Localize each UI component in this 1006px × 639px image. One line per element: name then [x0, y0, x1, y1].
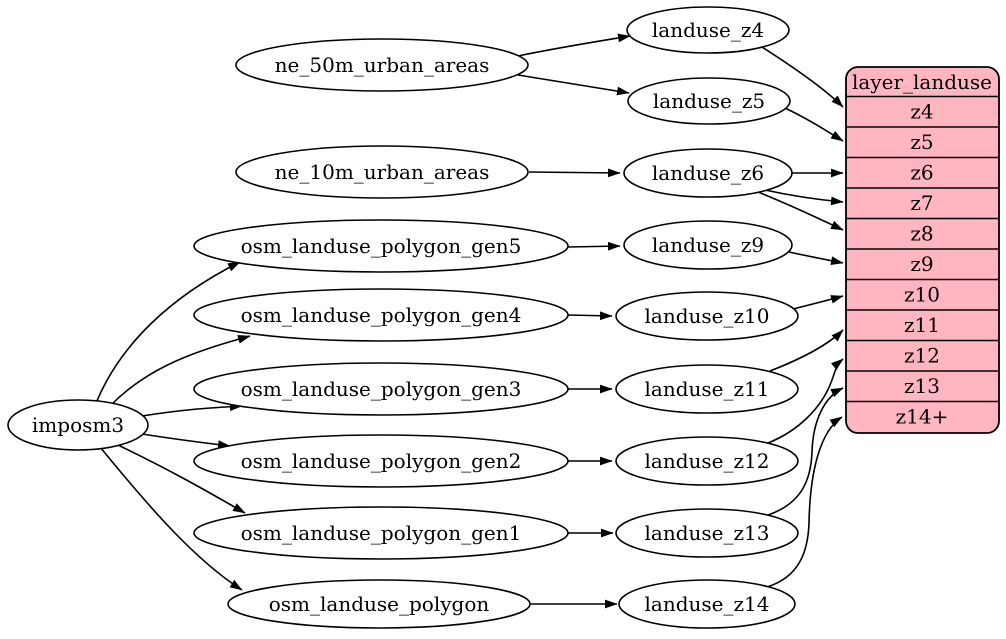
- layer-landuse-title: layer_landuse: [852, 70, 992, 94]
- imposm3-shape: [7, 399, 149, 451]
- record-row-z4: z4: [910, 100, 933, 124]
- node-osm-landuse-polygon-gen5: osm_landuse_polygon_gen5: [193, 219, 569, 273]
- landuse-z13-shape: [615, 508, 799, 558]
- gen5-label: osm_landuse_polygon_gen5: [241, 234, 522, 258]
- edge-ne50m-landuse_z4: [517, 33, 631, 57]
- polygon-label: osm_landuse_polygon: [269, 592, 490, 616]
- record-row-z10: z10: [904, 283, 940, 307]
- node-ne-10m-urban-areas: ne_10m_urban_areas: [235, 145, 529, 199]
- landuse-z11-shape: [615, 364, 799, 414]
- edge-landuse_z4-row-z4: [761, 46, 844, 108]
- landuse-z14-shape: [618, 579, 796, 629]
- gen1-label: osm_landuse_polygon_gen1: [241, 521, 522, 545]
- landuse-z12-label: landuse_z12: [645, 449, 770, 473]
- edge-landuse_z14-row-z14: [766, 416, 843, 588]
- ne-10m-shape: [235, 145, 529, 199]
- record-row-z8: z8: [910, 222, 933, 246]
- edge-landuse_z6-row-z8: [757, 191, 844, 231]
- node-layer-landuse-record: layer_landuse z4 z5 z6 z7 z8 z9 z10 z11 …: [845, 66, 1000, 434]
- landuse-z10-shape: [615, 291, 799, 341]
- landuse-z10-label: landuse_z10: [645, 304, 770, 328]
- node-osm-landuse-polygon-gen1: osm_landuse_polygon_gen1: [193, 506, 569, 560]
- landuse-z9-label: landuse_z9: [652, 233, 764, 257]
- edge-gen4-landuse_z10: [567, 311, 613, 321]
- ne-50m-label: ne_50m_urban_areas: [275, 53, 490, 77]
- node-osm-landuse-polygon-gen2: osm_landuse_polygon_gen2: [193, 434, 569, 488]
- edge-landuse_z12-row-z12: [767, 358, 844, 444]
- edge-ne50m-landuse_z5: [517, 74, 630, 96]
- ne-50m-shape: [235, 38, 529, 92]
- record-row-z12: z12: [904, 344, 940, 368]
- node-ne-50m-urban-areas: ne_50m_urban_areas: [235, 38, 529, 92]
- landuse-z13-label: landuse_z13: [645, 521, 770, 545]
- landuse-z12-shape: [615, 436, 799, 486]
- landuse-z6-label: landuse_z6: [652, 161, 764, 185]
- gen4-shape: [193, 288, 569, 342]
- landuse-z4-shape: [626, 6, 790, 54]
- gen2-shape: [193, 434, 569, 488]
- node-landuse-z9: landuse_z9: [623, 220, 793, 270]
- gen3-shape: [193, 362, 569, 416]
- edge-landuse_z10-row-z10: [792, 295, 844, 310]
- landuse-z6-shape: [623, 148, 793, 198]
- record-row-z11: z11: [904, 313, 940, 337]
- node-landuse-z4: landuse_z4: [626, 6, 790, 54]
- edges-group: [95, 33, 844, 609]
- record-row-z9: z9: [910, 252, 933, 276]
- edge-imposm3-gen1: [117, 444, 246, 514]
- node-landuse-z11: landuse_z11: [615, 364, 799, 414]
- node-osm-landuse-polygon-gen3: osm_landuse_polygon_gen3: [193, 362, 569, 416]
- edge-ne10m-landuse_z6: [528, 168, 621, 178]
- gen3-label: osm_landuse_polygon_gen3: [241, 377, 522, 401]
- node-landuse-z10: landuse_z10: [615, 291, 799, 341]
- node-landuse-z5: landuse_z5: [627, 77, 791, 125]
- edge-landuse_z9-row-z9: [788, 251, 844, 265]
- record-row-z6: z6: [910, 161, 933, 185]
- record-row-z14plus: z14+: [896, 405, 949, 429]
- edge-landuse_z5-row-z5: [784, 107, 844, 142]
- edge-imposm3-gen2: [141, 433, 231, 449]
- gen4-label: osm_landuse_polygon_gen4: [241, 303, 522, 327]
- gen5-shape: [193, 219, 569, 273]
- node-landuse-z6: landuse_z6: [623, 148, 793, 198]
- edge-landuse_z6-row-z7: [764, 189, 844, 206]
- record-row-z13: z13: [904, 374, 940, 398]
- polygon-shape: [227, 579, 531, 629]
- node-osm-landuse-polygon: osm_landuse_polygon: [227, 579, 531, 629]
- edge-gen5-landuse_z9: [567, 241, 621, 251]
- landuse-z5-shape: [627, 77, 791, 125]
- node-imposm3: imposm3: [7, 399, 149, 451]
- landuse-z4-label: landuse_z4: [652, 18, 764, 42]
- node-landuse-z13: landuse_z13: [615, 508, 799, 558]
- landuse-z14-label: landuse_z14: [645, 592, 770, 616]
- landuse-z11-label: landuse_z11: [645, 377, 770, 401]
- record-row-z7: z7: [910, 191, 933, 215]
- node-landuse-z14: landuse_z14: [618, 579, 796, 629]
- ne-10m-label: ne_10m_urban_areas: [275, 160, 490, 184]
- record-row-z5: z5: [910, 130, 933, 154]
- landuse-z5-label: landuse_z5: [653, 89, 765, 113]
- gen1-shape: [193, 506, 569, 560]
- edge-imposm3-polygon: [99, 446, 243, 591]
- node-landuse-z12: landuse_z12: [615, 436, 799, 486]
- layer-landuse-record-shape: [845, 66, 1000, 434]
- nodes-group: imposm3 ne_50m_urban_areas ne_10m_urban_…: [7, 6, 799, 629]
- gen2-label: osm_landuse_polygon_gen2: [241, 449, 522, 473]
- landuse-z9-shape: [623, 220, 793, 270]
- edge-imposm3-gen4: [109, 334, 251, 407]
- node-osm-landuse-polygon-gen4: osm_landuse_polygon_gen4: [193, 288, 569, 342]
- imposm3-label: imposm3: [32, 413, 124, 437]
- edge-landuse_z13-row-z13: [767, 387, 844, 516]
- edge-imposm3-gen3: [141, 402, 243, 417]
- edge-landuse_z11-row-z11: [769, 329, 844, 372]
- edge-imposm3-gen5: [95, 261, 241, 404]
